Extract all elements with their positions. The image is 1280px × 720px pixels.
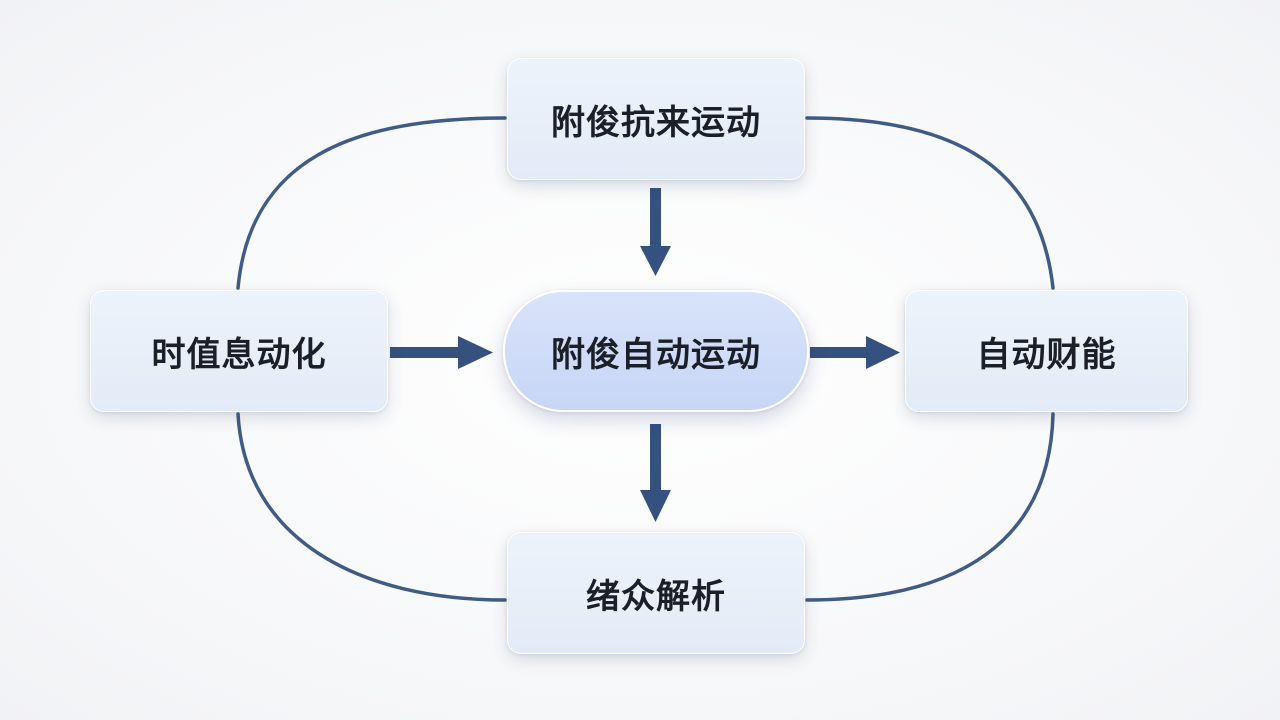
node-top: 附俊抗来运动 [507,58,805,180]
arrow-center-to-right [810,336,900,369]
node-bottom: 绪众解析 [507,532,805,654]
node-top-label: 附俊抗来运动 [551,102,761,143]
node-right: 自动财能 [905,290,1188,412]
node-right-label: 自动财能 [976,334,1117,375]
loop-curve-bottom-left [236,412,507,602]
loop-curve-top-right [805,116,1055,290]
loop-curve-top-left [236,116,507,290]
arrow-left-to-center [390,336,493,369]
arrow-center-to-bottom [640,424,671,522]
loop-curve-bottom-right [805,412,1055,602]
node-center: 附俊自动运动 [503,290,809,412]
node-bottom-label: 绪众解析 [586,576,726,617]
node-left: 时值息动化 [90,290,388,412]
node-center-label: 附俊自动运动 [551,334,761,375]
node-left-label: 时值息动化 [151,334,327,375]
arrow-top-to-center [640,188,671,276]
